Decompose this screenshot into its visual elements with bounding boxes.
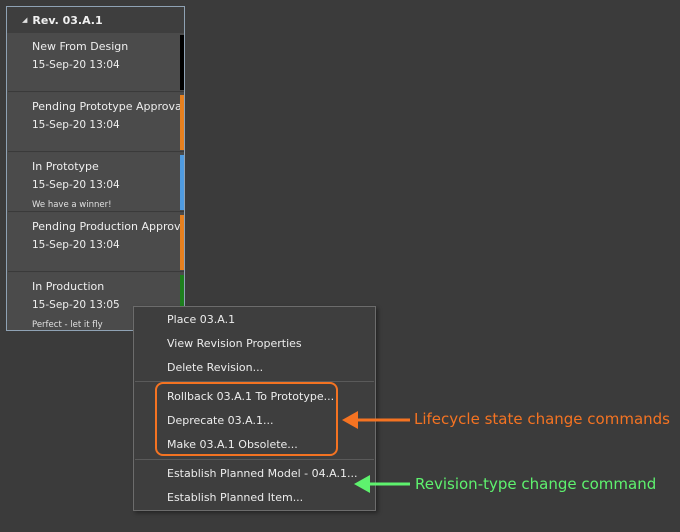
revision-panel: ◢ Rev. 03.A.1 New From Design 15-Sep-20 … bbox=[6, 6, 185, 331]
state-name: Pending Prototype Approval bbox=[32, 100, 180, 113]
menu-item-place[interactable]: Place 03.A.1 bbox=[167, 313, 236, 326]
menu-separator bbox=[135, 381, 374, 382]
state-color-bar bbox=[180, 35, 184, 90]
revision-header[interactable]: ◢ Rev. 03.A.1 bbox=[7, 7, 184, 33]
state-name: New From Design bbox=[32, 40, 129, 53]
state-date: 15-Sep-20 13:04 bbox=[32, 179, 120, 191]
green-arrow-icon bbox=[354, 475, 410, 493]
state-in-prototype[interactable]: In Prototype 15-Sep-20 13:04 We have a w… bbox=[8, 153, 184, 212]
context-menu: Place 03.A.1 View Revision Properties De… bbox=[133, 306, 376, 511]
state-in-production[interactable]: In Production 15-Sep-20 13:05 Perfect - … bbox=[8, 273, 184, 330]
state-name: In Production bbox=[32, 280, 105, 293]
state-pending-prototype[interactable]: Pending Prototype Approval 15-Sep-20 13:… bbox=[8, 93, 184, 152]
orange-arrow-icon bbox=[342, 411, 410, 429]
menu-item-establish-planned-item[interactable]: Establish Planned Item... bbox=[167, 491, 304, 504]
lifecycle-highlight-box bbox=[155, 382, 338, 456]
state-new-from-design[interactable]: New From Design 15-Sep-20 13:04 bbox=[8, 33, 184, 92]
state-color-bar bbox=[180, 275, 184, 330]
menu-separator bbox=[135, 459, 374, 460]
revision-title: Rev. 03.A.1 bbox=[32, 13, 103, 27]
state-name: In Prototype bbox=[32, 160, 99, 173]
lifecycle-callout-label: Lifecycle state change commands bbox=[414, 410, 670, 428]
state-color-bar bbox=[180, 95, 184, 150]
state-date: 15-Sep-20 13:04 bbox=[32, 239, 120, 251]
revision-type-callout-label: Revision-type change command bbox=[415, 475, 657, 493]
state-note: Perfect - let it fly bbox=[32, 320, 103, 330]
state-date: 15-Sep-20 13:05 bbox=[32, 299, 120, 311]
state-date: 15-Sep-20 13:04 bbox=[32, 59, 120, 71]
menu-item-delete-revision[interactable]: Delete Revision... bbox=[167, 361, 264, 374]
state-date: 15-Sep-20 13:04 bbox=[32, 119, 120, 131]
menu-item-rollback[interactable]: Rollback 03.A.1 To Prototype... bbox=[167, 390, 335, 403]
menu-item-view-revision-properties[interactable]: View Revision Properties bbox=[167, 337, 302, 350]
state-color-bar bbox=[180, 215, 184, 270]
menu-item-make-obsolete[interactable]: Make 03.A.1 Obsolete... bbox=[167, 438, 298, 451]
state-color-bar bbox=[180, 155, 184, 210]
state-pending-production[interactable]: Pending Production Approval 15-Sep-20 13… bbox=[8, 213, 184, 272]
state-name: Pending Production Approval bbox=[32, 220, 180, 233]
state-note: We have a winner! bbox=[32, 200, 112, 210]
collapse-triangle-icon[interactable]: ◢ bbox=[22, 16, 28, 24]
menu-item-establish-planned-model[interactable]: Establish Planned Model - 04.A.1... bbox=[167, 467, 358, 480]
menu-item-deprecate[interactable]: Deprecate 03.A.1... bbox=[167, 414, 274, 427]
